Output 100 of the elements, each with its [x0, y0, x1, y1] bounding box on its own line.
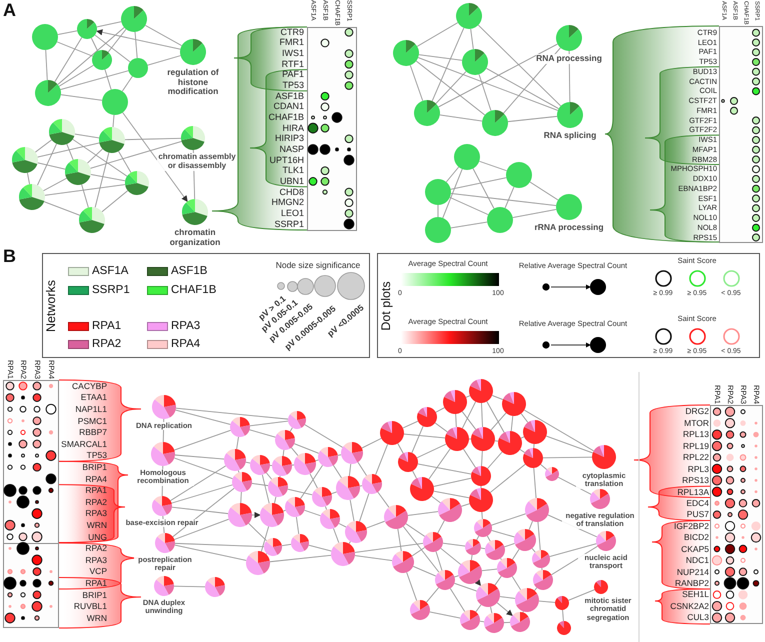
network-edge [500, 558, 502, 560]
network-edge [504, 622, 510, 624]
gene-name: RPL22 [683, 453, 709, 462]
network-edge [42, 178, 68, 192]
network-edge [348, 541, 351, 544]
network-edge [249, 429, 276, 438]
network-edge [470, 28, 474, 50]
network-edge [524, 410, 594, 452]
network-edge [411, 426, 424, 454]
network-edge [397, 443, 404, 454]
network-edge [568, 589, 595, 601]
network-edge [174, 430, 231, 450]
pie-chart-node [523, 420, 547, 444]
legend-text: CHAF1B [171, 284, 216, 296]
network-edge [475, 604, 482, 612]
pie-chart-node [291, 534, 309, 552]
network-edge [170, 465, 226, 502]
network-edge [416, 22, 458, 47]
network-edge [281, 544, 292, 546]
network-edge [418, 54, 463, 61]
network-edge [487, 452, 503, 469]
pie-chart-node [533, 570, 553, 590]
gene-name: SSRP1 [274, 220, 304, 228]
network-edge [174, 542, 264, 548]
pie-chart-node [514, 529, 536, 551]
gene-name: RPS13 [682, 476, 709, 485]
network-edge [433, 490, 470, 498]
network-edge [486, 68, 560, 110]
network-edge [174, 544, 247, 561]
network-edge [37, 143, 57, 186]
network-edge [350, 499, 354, 522]
gene-name: UPT16H [269, 156, 304, 165]
node-label: chromatin assembly or disassembly [157, 153, 237, 171]
network-edge [171, 506, 229, 514]
network-edge [530, 182, 558, 200]
network-edge [490, 606, 492, 614]
network-edge [492, 394, 504, 400]
gene-name: MTOR [684, 418, 709, 428]
network-edge [87, 148, 103, 164]
gene-name: SMARCAL1 [61, 440, 107, 448]
network-edge [174, 518, 230, 540]
gene-name: RPA2 [85, 498, 107, 506]
network-edge [491, 530, 515, 538]
network-edge [481, 450, 483, 466]
pie-chart-node [465, 539, 481, 555]
network-edge [510, 416, 514, 432]
network-edge [310, 473, 318, 489]
gene-name: CACYBP [72, 382, 107, 390]
gene-name: CUL3 [687, 613, 709, 622]
network-edge [528, 520, 533, 530]
gene-name: IGF2BP2 [674, 522, 709, 530]
network-edge [104, 69, 112, 90]
pie-chart-node [469, 379, 493, 403]
gene-name: UNG [88, 532, 107, 542]
network-edge [416, 444, 447, 458]
network-edge [175, 410, 231, 425]
network-edge [481, 568, 498, 572]
network-edge [512, 548, 520, 560]
gene-name: FMR1 [280, 38, 304, 48]
network-edge [236, 436, 239, 450]
gene-name: RPL19 [683, 442, 709, 450]
network-edge [315, 459, 319, 462]
pie-chart-node [392, 551, 414, 573]
network-edge [416, 60, 486, 116]
network-edge [354, 555, 393, 561]
network-edge [434, 422, 448, 432]
gene-name: RPL13 [683, 430, 709, 439]
network-edge [94, 152, 110, 208]
network-edge [435, 407, 445, 413]
network-edge [269, 554, 332, 562]
gene-name: BRIP1 [82, 590, 107, 600]
pie-chart-node [414, 100, 440, 126]
network-edge [333, 528, 340, 544]
legend-text: ASF1B [171, 266, 208, 277]
network-edge [262, 474, 270, 504]
network-edge [455, 414, 457, 428]
gene-name: HMGN2 [271, 198, 304, 208]
gene-name: NUP214 [676, 568, 709, 576]
network-edge [450, 222, 488, 228]
network-edge [466, 395, 470, 398]
gene-name: RBBP7 [79, 428, 107, 437]
gene-name: TLK1 [282, 166, 304, 176]
network-edge [60, 94, 103, 101]
network-edge [512, 208, 557, 218]
pie-chart-node [596, 531, 616, 551]
pie-chart-node [474, 519, 492, 537]
pie-chart-node [590, 489, 610, 509]
pie-chart-node [264, 538, 282, 556]
network-edge [478, 24, 562, 106]
network-edge [359, 485, 363, 486]
gene-name: TP53 [86, 451, 107, 460]
network-edge [402, 526, 440, 573]
pie-chart-node [32, 24, 58, 50]
network-edge [412, 566, 436, 576]
gene-name: IWS1 [282, 49, 304, 58]
network-edge [44, 201, 80, 216]
pie-chart-node [592, 445, 616, 469]
gene-name: RPA1 [85, 578, 107, 588]
pie-chart-node [398, 452, 418, 472]
pie-chart-node [230, 417, 250, 437]
